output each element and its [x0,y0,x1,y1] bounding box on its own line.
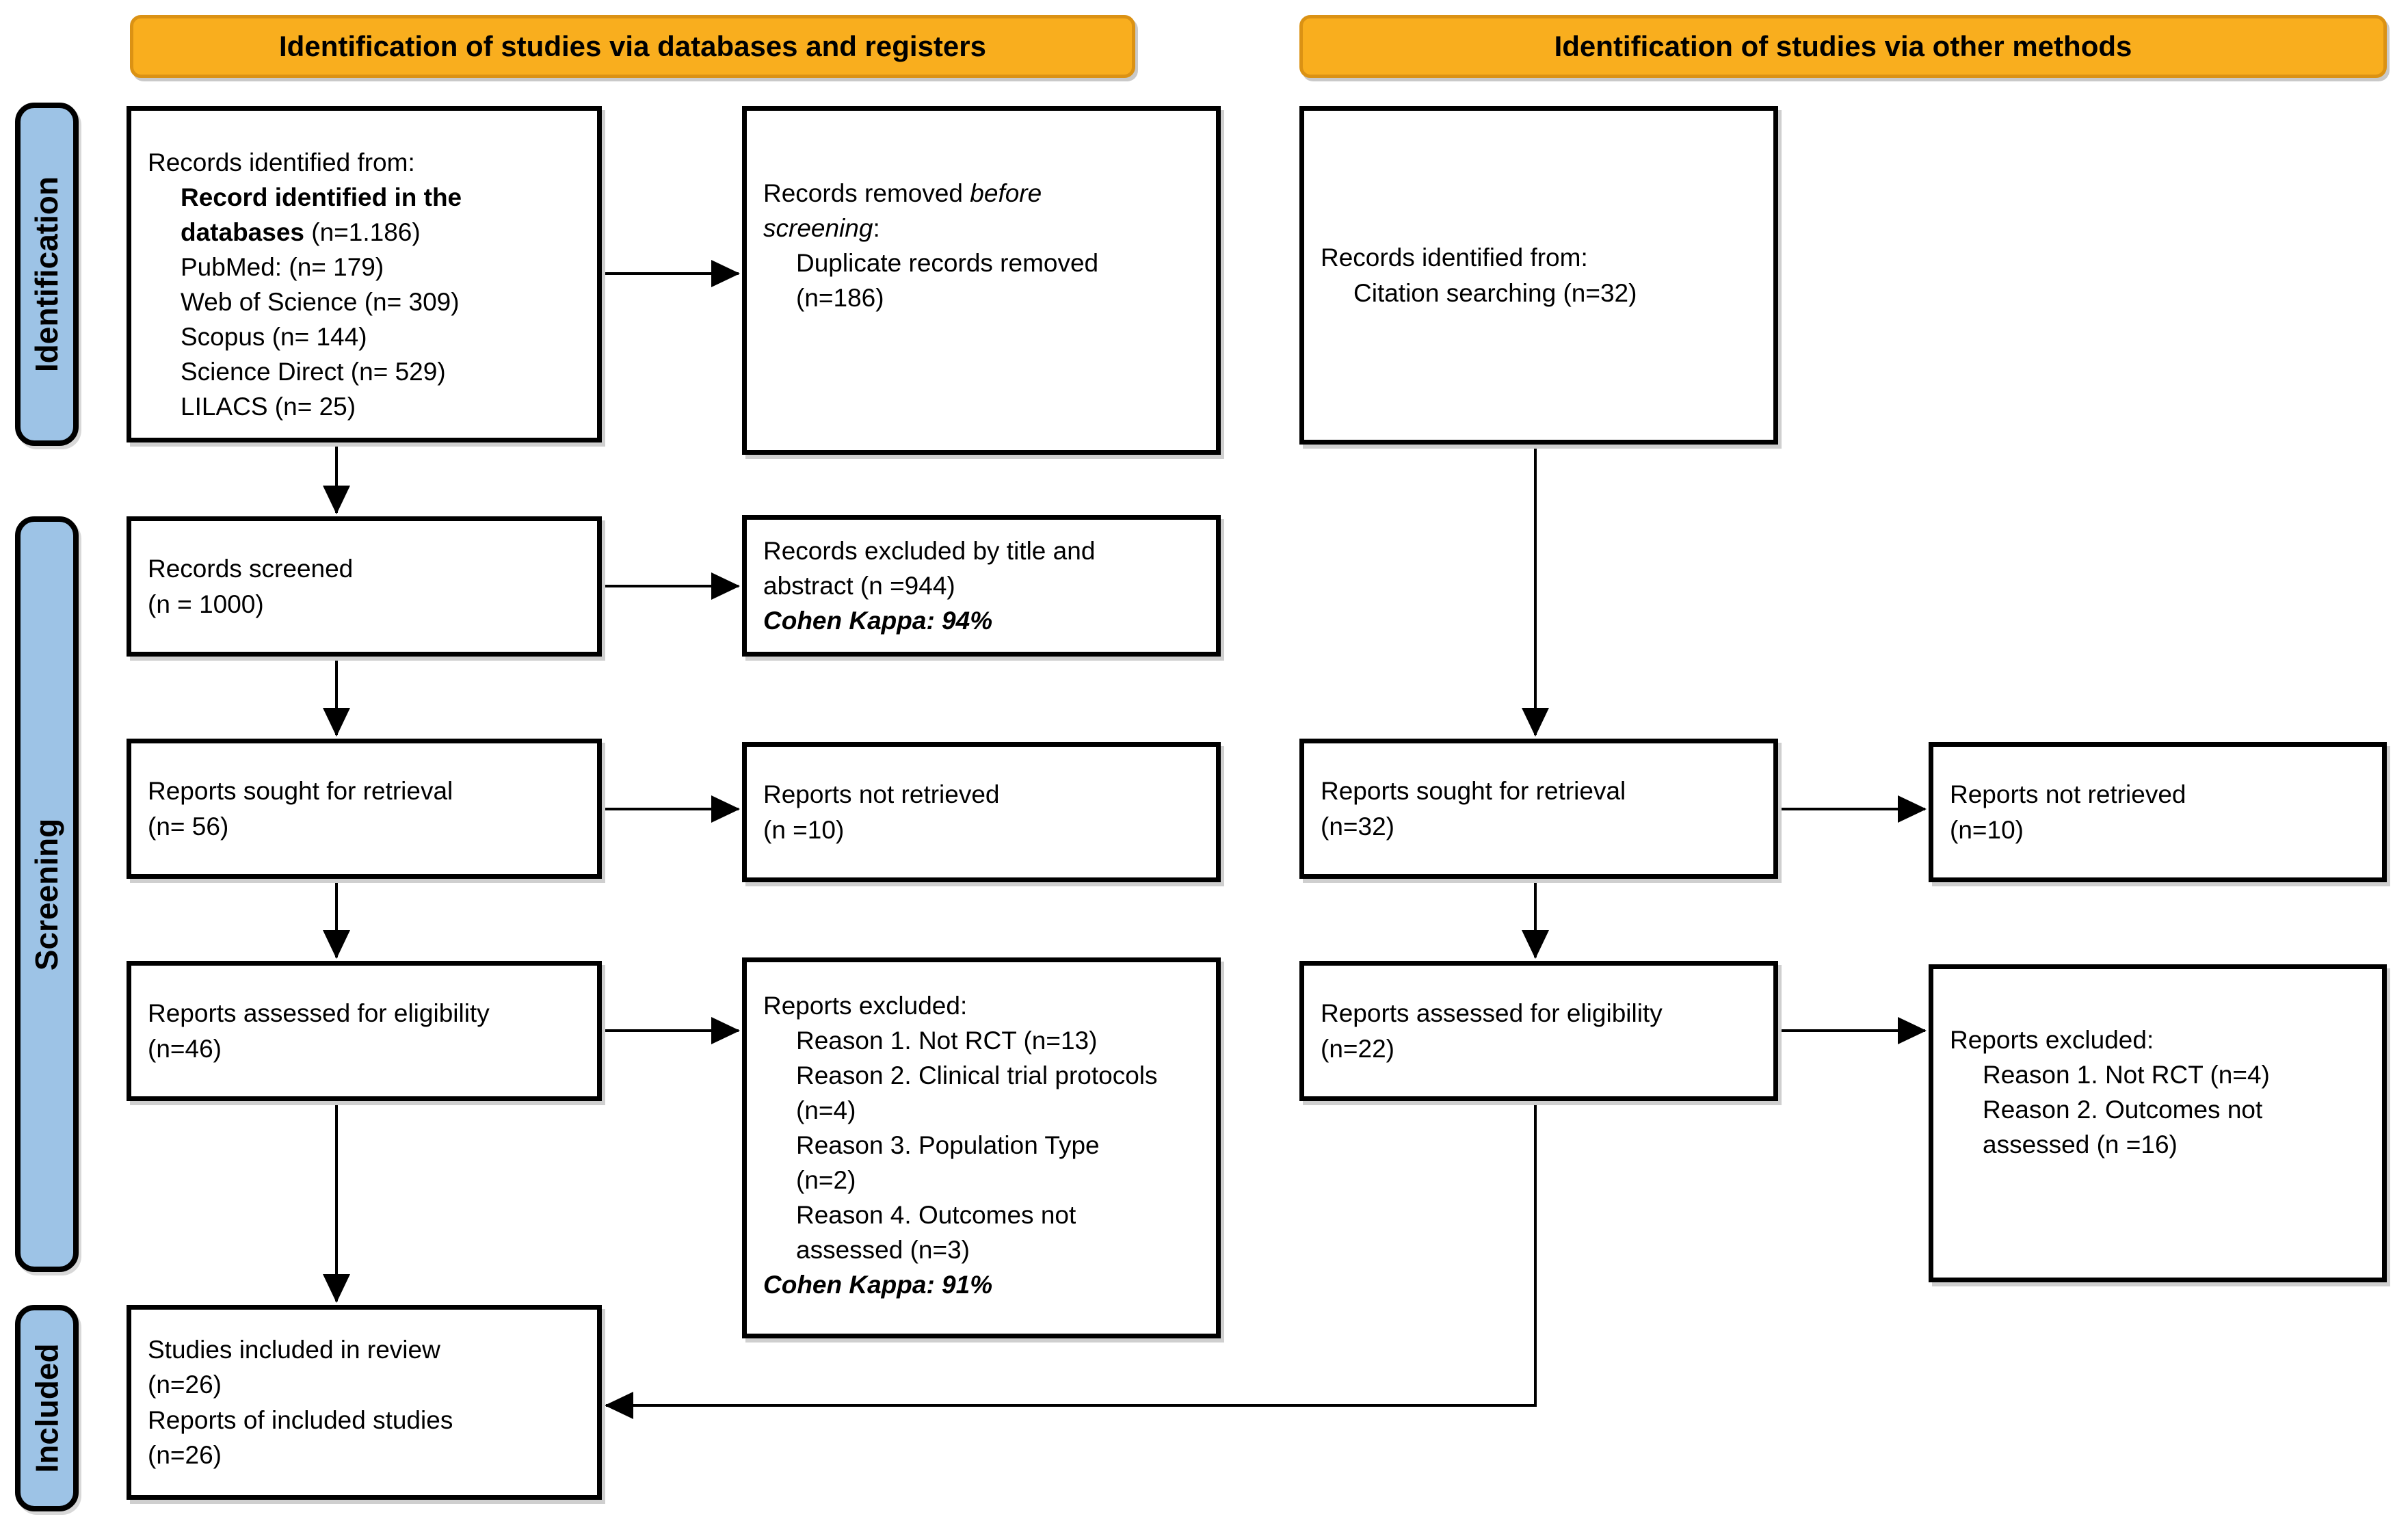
text-line: Records identified from: [1321,243,1588,272]
header-databases-registers-label: Identification of studies via databases … [279,30,986,62]
box-reports-not-retrieved-other: Reports not retrieved (n=10) [1929,742,2387,882]
stage-screening: Screening [15,516,79,1272]
stage-identification: Identification [15,103,79,446]
text-line: Reason 2. Clinical trial protocols (n=4) [796,1061,1158,1125]
arrow-assessed-other-to-included [605,1101,1537,1419]
text-line: Records excluded by title and abstract (… [763,536,1096,600]
cohen-kappa-note: Cohen Kappa: 91% [763,1271,993,1299]
box-reports-excluded-databases: Reports excluded: Reason 1. Not RCT (n=1… [742,957,1221,1338]
header-other-methods: Identification of studies via other meth… [1299,15,2387,78]
text-line: Reports assessed for eligibility [1321,999,1663,1028]
text-line: (n=32) [1321,812,1394,841]
text-line: LILACS (n= 25) [181,393,356,421]
box-records-excluded-title-abstract: Records excluded by title and abstract (… [742,515,1221,657]
text-line: Record identified in the databases (n=1.… [148,180,578,250]
box-records-removed-before-screening: Records removed before screening: Duplic… [742,106,1221,455]
text-line: (n=26) [148,1440,222,1469]
text-line: (n =10) [763,815,845,844]
box-reports-assessed-databases: Reports assessed for eligibility (n=46) [127,961,602,1101]
stage-identification-label: Identification [29,176,65,373]
stage-included-label: Included [29,1343,65,1473]
text-line: Web of Science (n= 309) [181,288,460,317]
header-databases-registers: Identification of studies via databases … [130,15,1135,78]
box-records-identified-databases: Records identified from: Record identifi… [127,106,602,442]
text-line: Reason 1. Not RCT (n=13) [796,1027,1098,1055]
text-line: (n=1.186) [311,218,421,247]
text-line: Reason 2. Outcomes not assessed (n =16) [1983,1096,2263,1159]
text-line: Reports excluded: [763,992,968,1020]
text-line: : [873,214,880,243]
text-line: Reports excluded: [1950,1026,2154,1054]
text-line: Reports not retrieved [1950,780,2186,809]
text-line: Records removed [763,179,970,207]
box-records-screened: Records screened (n = 1000) [127,516,602,657]
text-line: Reason 1. Not RCT (n=4) [1983,1061,2270,1089]
text-line: Reports not retrieved [763,780,1000,809]
text-line: Reports sought for retrieval [1321,777,1626,806]
text-line: Citation searching (n=32) [1353,278,1637,307]
header-other-methods-label: Identification of studies via other meth… [1554,30,2132,62]
text-line: Duplicate records removed (n=186) [796,249,1099,313]
box-reports-assessed-other: Reports assessed for eligibility (n=22) [1299,961,1778,1101]
text-line: Reason 4. Outcomes not assessed (n=3) [796,1201,1076,1265]
text-line: Reports of included studies [148,1405,453,1434]
text-line: (n=46) [148,1034,222,1063]
text-bold: Record identified in the databases [181,183,462,247]
text-line: PubMed: (n= 179) [181,253,384,282]
box-reports-excluded-other: Reports excluded: Reason 1. Not RCT (n=4… [1929,964,2387,1282]
text-line: Reports sought for retrieval [148,777,453,806]
text-line: Reports assessed for eligibility [148,999,490,1028]
cohen-kappa-note: Cohen Kappa: 94% [763,607,993,635]
text-line: Records screened [148,555,354,583]
box-studies-included: Studies included in review (n=26) Report… [127,1305,602,1500]
stage-included: Included [15,1305,79,1511]
box-records-identified-citation: Records identified from: Citation search… [1299,106,1778,445]
text-line: Studies included in review [148,1336,440,1364]
text-line: (n=22) [1321,1034,1394,1063]
text-line: Reason 3. Population Type (n=2) [796,1131,1100,1195]
box-reports-sought-databases: Reports sought for retrieval (n= 56) [127,739,602,879]
text-line: Scopus (n= 144) [181,323,367,352]
text-line: (n=10) [1950,815,2024,844]
box-reports-not-retrieved-databases: Reports not retrieved (n =10) [742,742,1221,882]
stage-screening-label: Screening [29,818,65,970]
text-line: Records removed before screening: [763,176,1098,246]
text-line: (n = 1000) [148,590,264,618]
text-line: (n= 56) [148,812,229,841]
box-reports-sought-other: Reports sought for retrieval (n=32) [1299,739,1778,879]
text-line: (n=26) [148,1371,222,1399]
text-italic: before screening [763,179,1042,243]
text-line: Science Direct (n= 529) [181,358,446,386]
text-line: Records identified from: [148,148,415,176]
